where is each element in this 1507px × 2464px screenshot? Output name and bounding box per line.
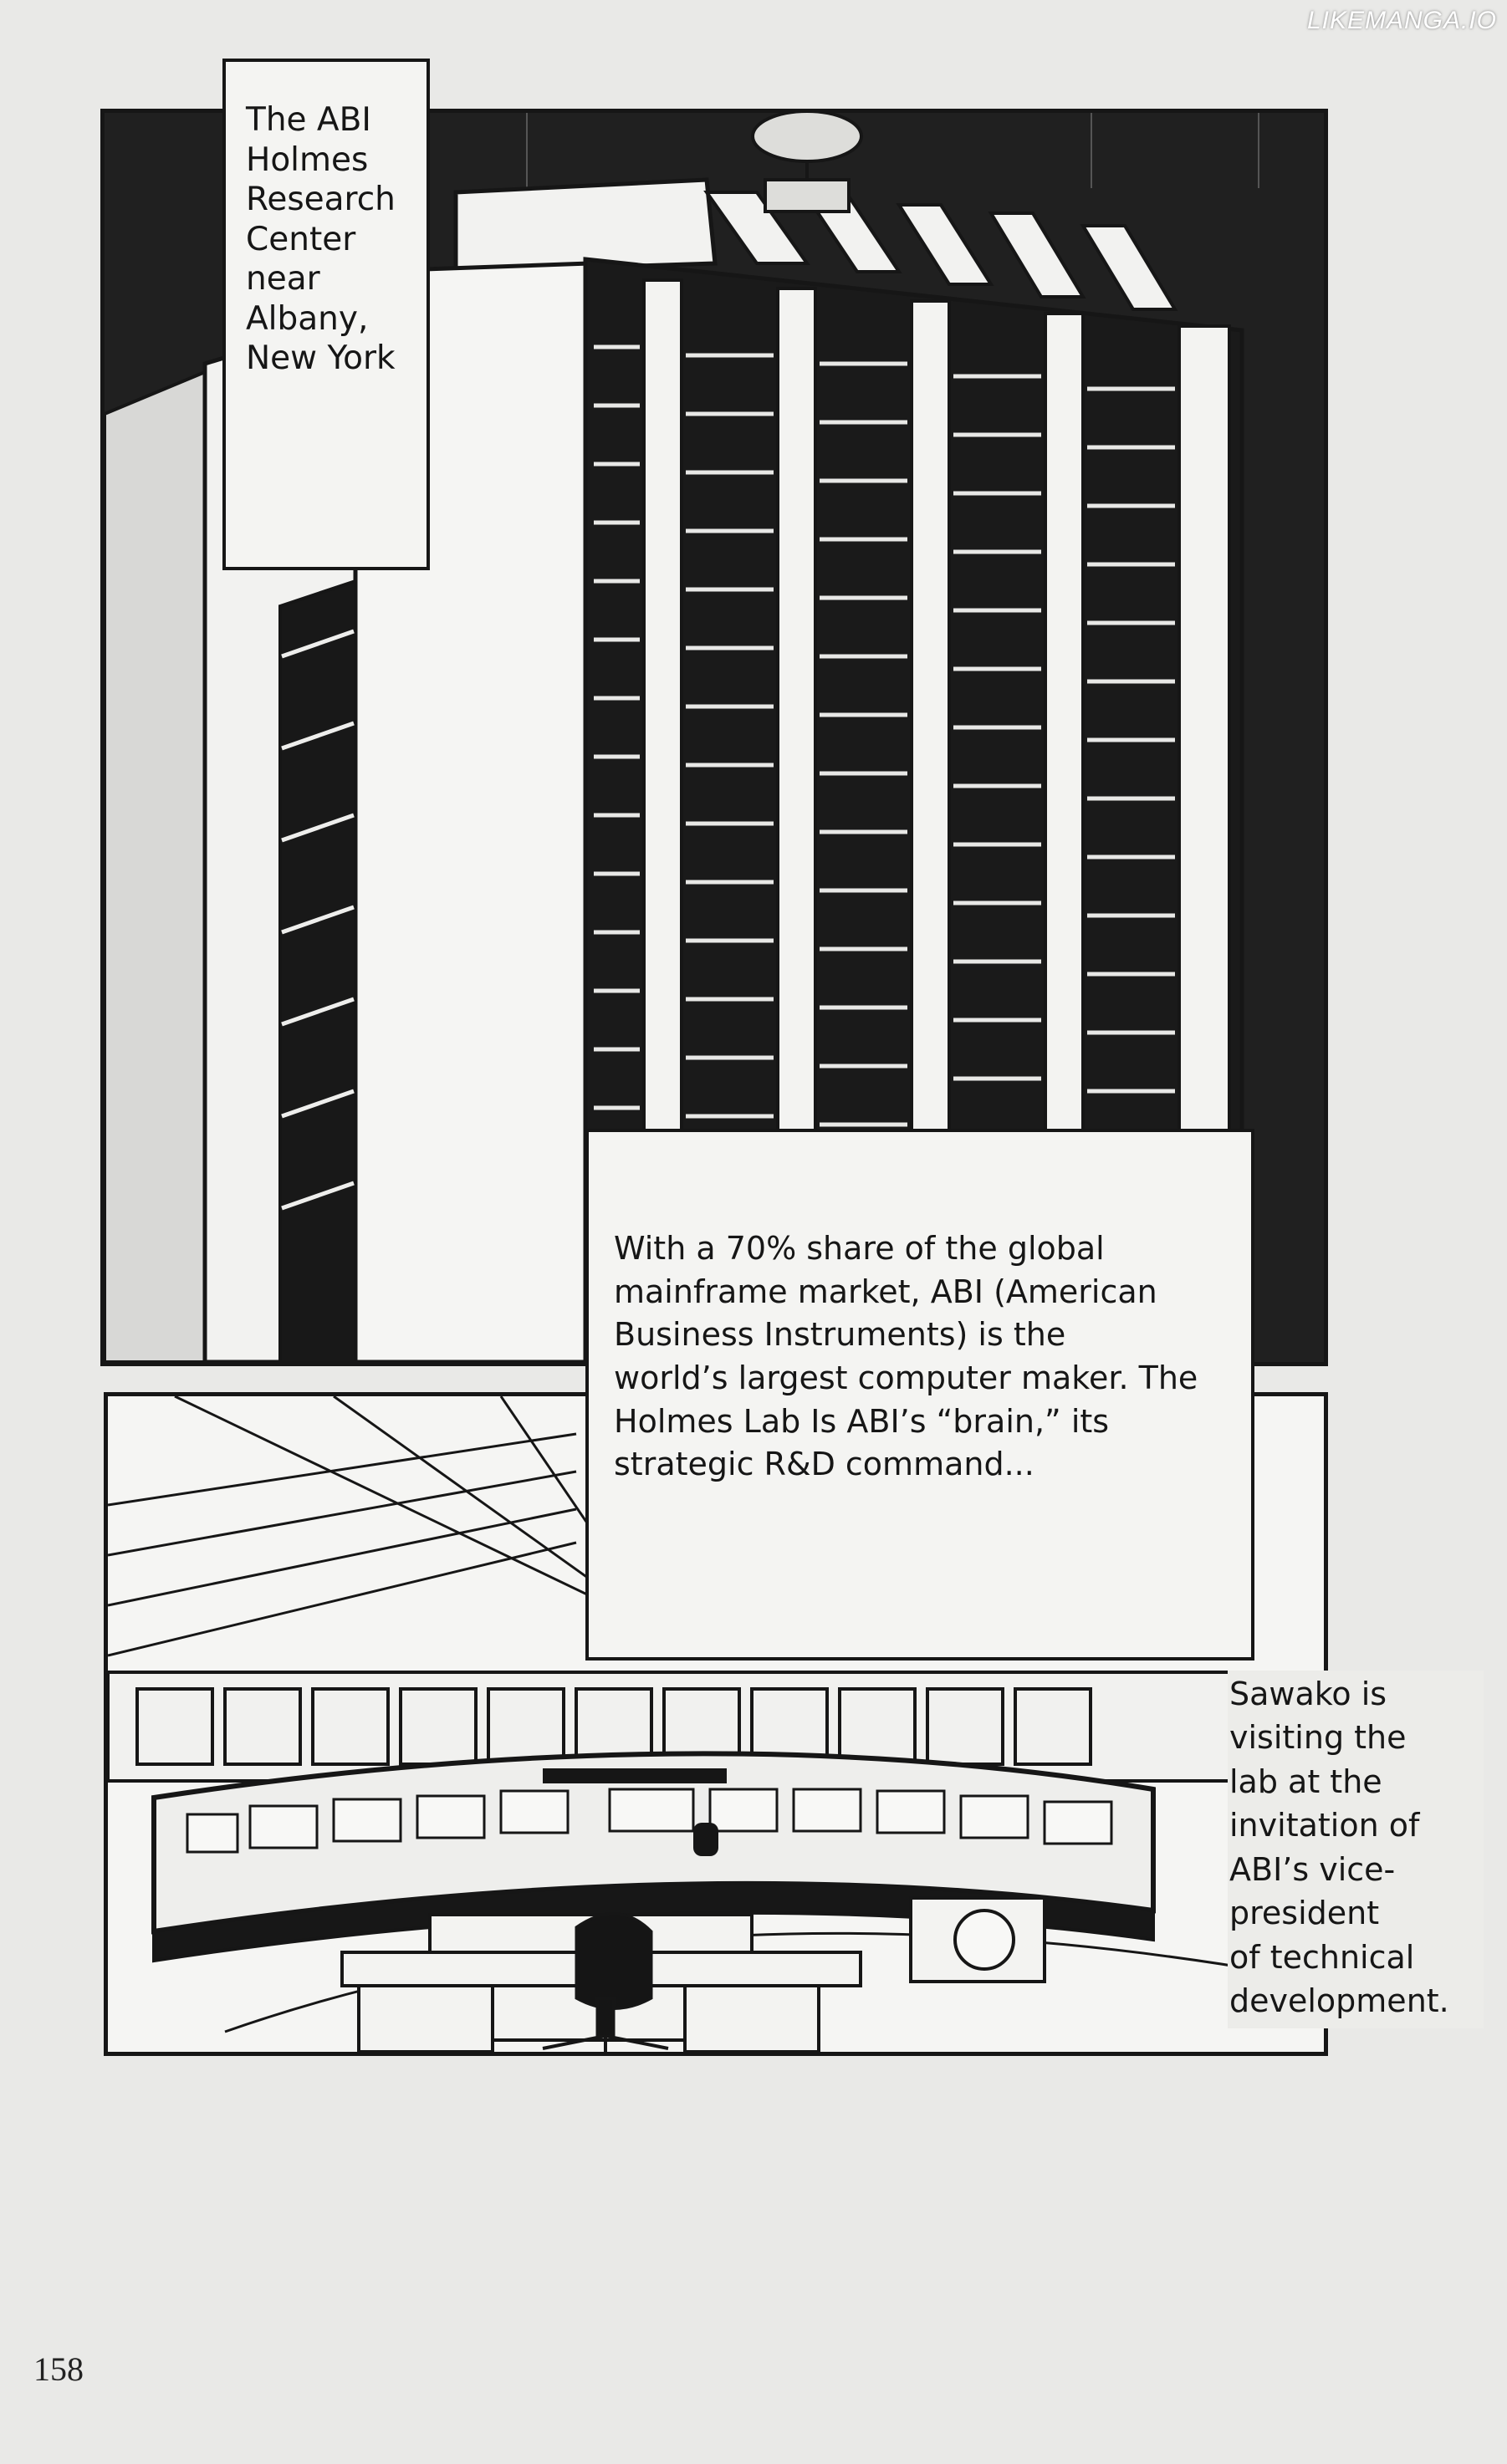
company-caption-text: With a 70% share of the global mainframe… — [614, 1230, 1198, 1483]
site-watermark: LIKEMANGA.IO — [1306, 7, 1497, 34]
location-caption-box: The ABI Holmes Research Center near Alba… — [222, 59, 430, 570]
page-number: 158 — [33, 2350, 84, 2388]
visit-caption-text: Sawako is visiting the lab at the invita… — [1228, 1671, 1484, 2028]
company-caption-box: With a 70% share of the global mainframe… — [585, 1129, 1254, 1661]
location-caption-text: The ABI Holmes Research Center near Alba… — [246, 101, 396, 378]
